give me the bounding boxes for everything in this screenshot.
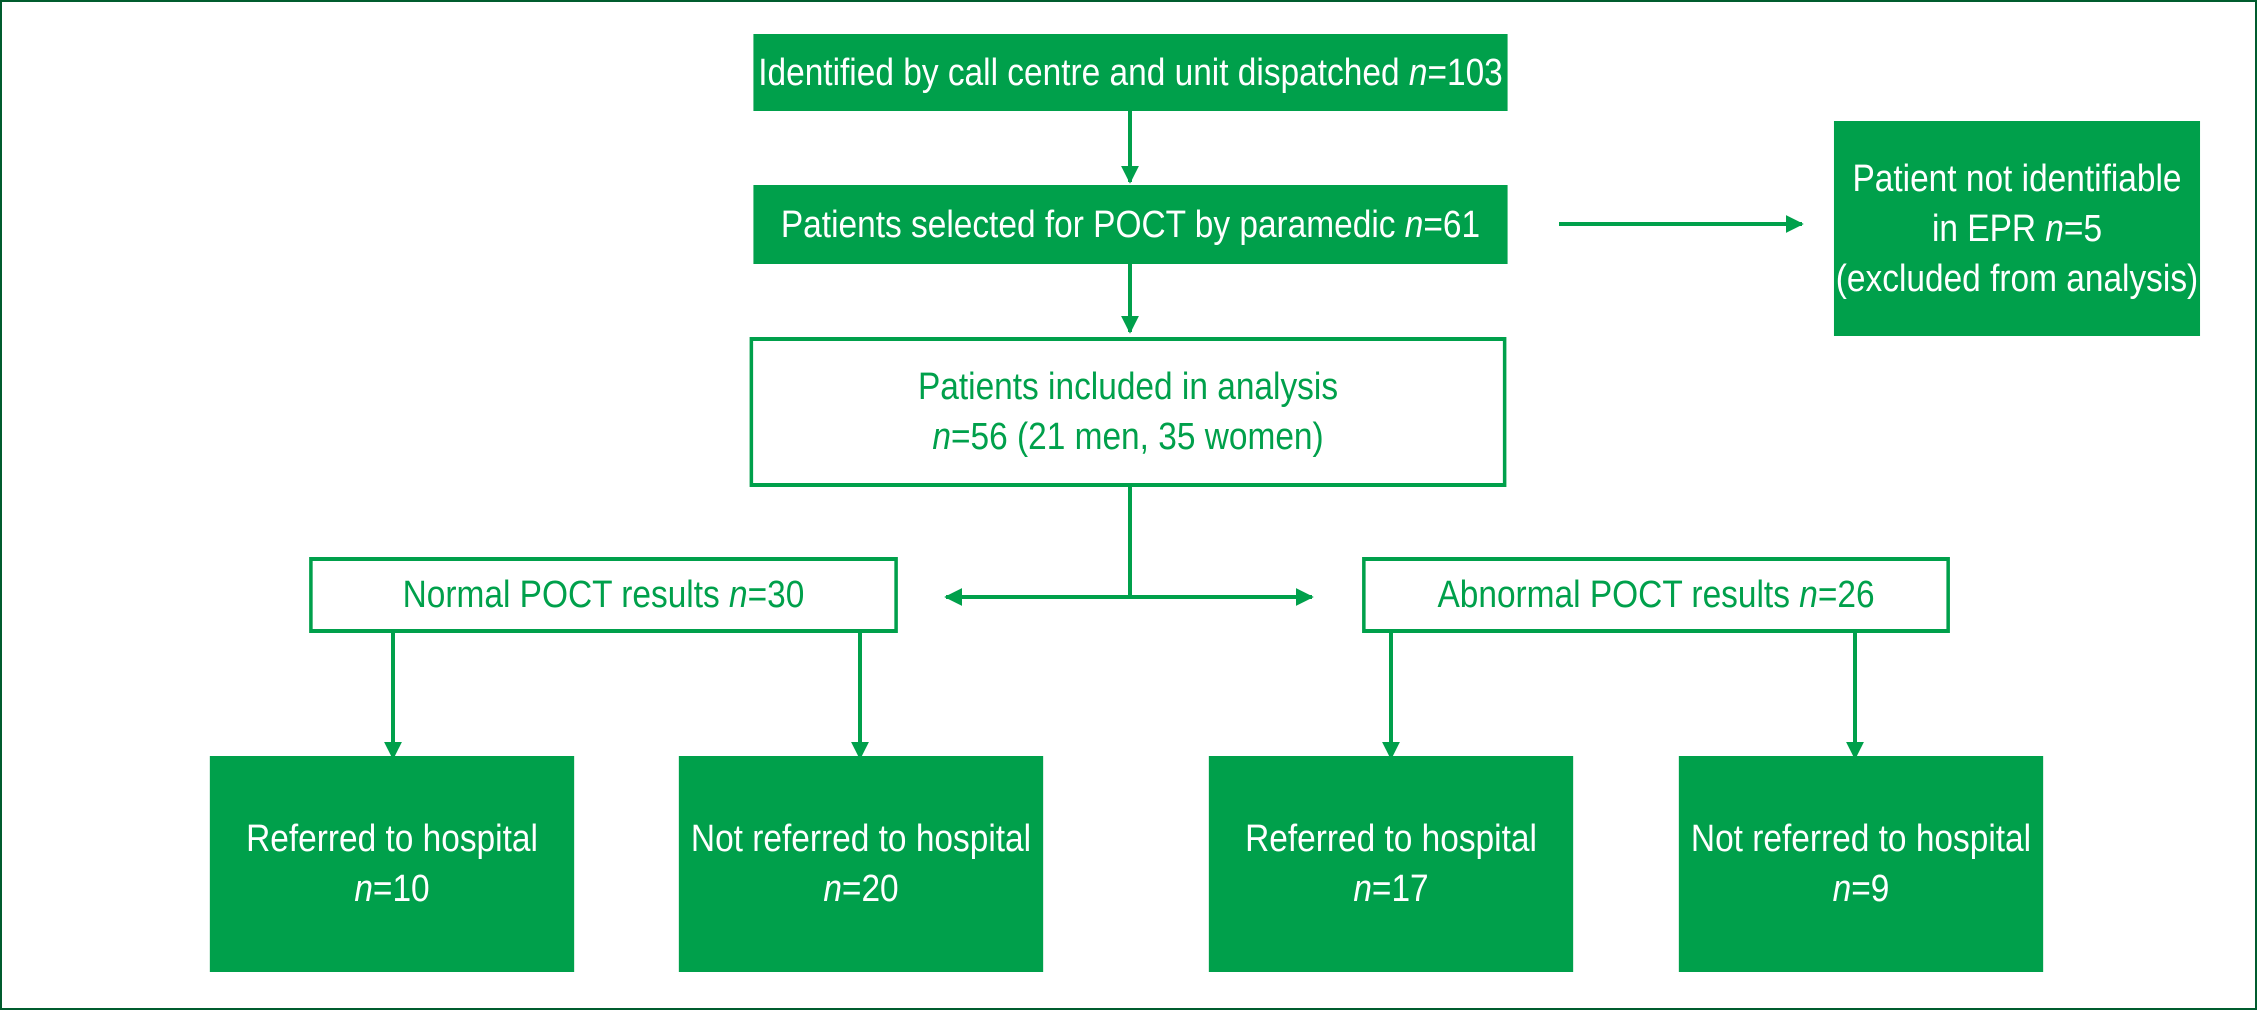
normal-results-box: Normal POCT results n=30 [309, 557, 898, 633]
excluded-line3: (excluded from analysis) [1835, 257, 2199, 300]
normal-results-text: Normal POCT results n=30 [402, 574, 805, 616]
normal-referred-line1: Referred to hospital [246, 818, 538, 860]
normal-referred-box: Referred to hospital n=10 [209, 756, 575, 972]
abnormal-results-box: Abnormal POCT results n=26 [1362, 557, 1950, 633]
abnormal-referred-box: Referred to hospital n=17 [1208, 756, 1574, 972]
abnormal-results-text: Abnormal POCT results n=26 [1437, 574, 1875, 616]
abnormal-referred-line2: n=17 [1353, 868, 1429, 910]
selected-box: Patients selected for POCT by paramedic … [753, 185, 1508, 264]
abnormal-not-referred-line2: n=9 [1832, 868, 1890, 910]
abnormal-referred-line1: Referred to hospital [1245, 818, 1537, 860]
included-box: Patients included in analysis n=56 (21 m… [749, 337, 1507, 487]
abnormal-not-referred-line1: Not referred to hospital [1690, 818, 2032, 860]
abnormal-not-referred-box: Not referred to hospital n=9 [1678, 756, 2044, 972]
identified-text: Identified by call centre and unit dispa… [758, 51, 1503, 94]
selected-text: Patients selected for POCT by paramedic … [780, 203, 1481, 246]
excluded-line1: Patient not identifiable [1852, 157, 2182, 200]
excluded-line2: in EPR n=5 [1931, 207, 2103, 250]
normal-not-referred-line1: Not referred to hospital [690, 818, 1032, 860]
normal-referred-line2: n=10 [354, 868, 430, 910]
excluded-box: Patient not identifiable in EPR n=5 (exc… [1833, 121, 2201, 336]
included-line1: Patients included in analysis [917, 366, 1339, 408]
normal-not-referred-box: Not referred to hospital n=20 [678, 756, 1044, 972]
identified-box: Identified by call centre and unit dispa… [753, 34, 1508, 111]
included-line2: n=56 (21 men, 35 women) [932, 416, 1324, 458]
normal-not-referred-line2: n=20 [823, 868, 899, 910]
